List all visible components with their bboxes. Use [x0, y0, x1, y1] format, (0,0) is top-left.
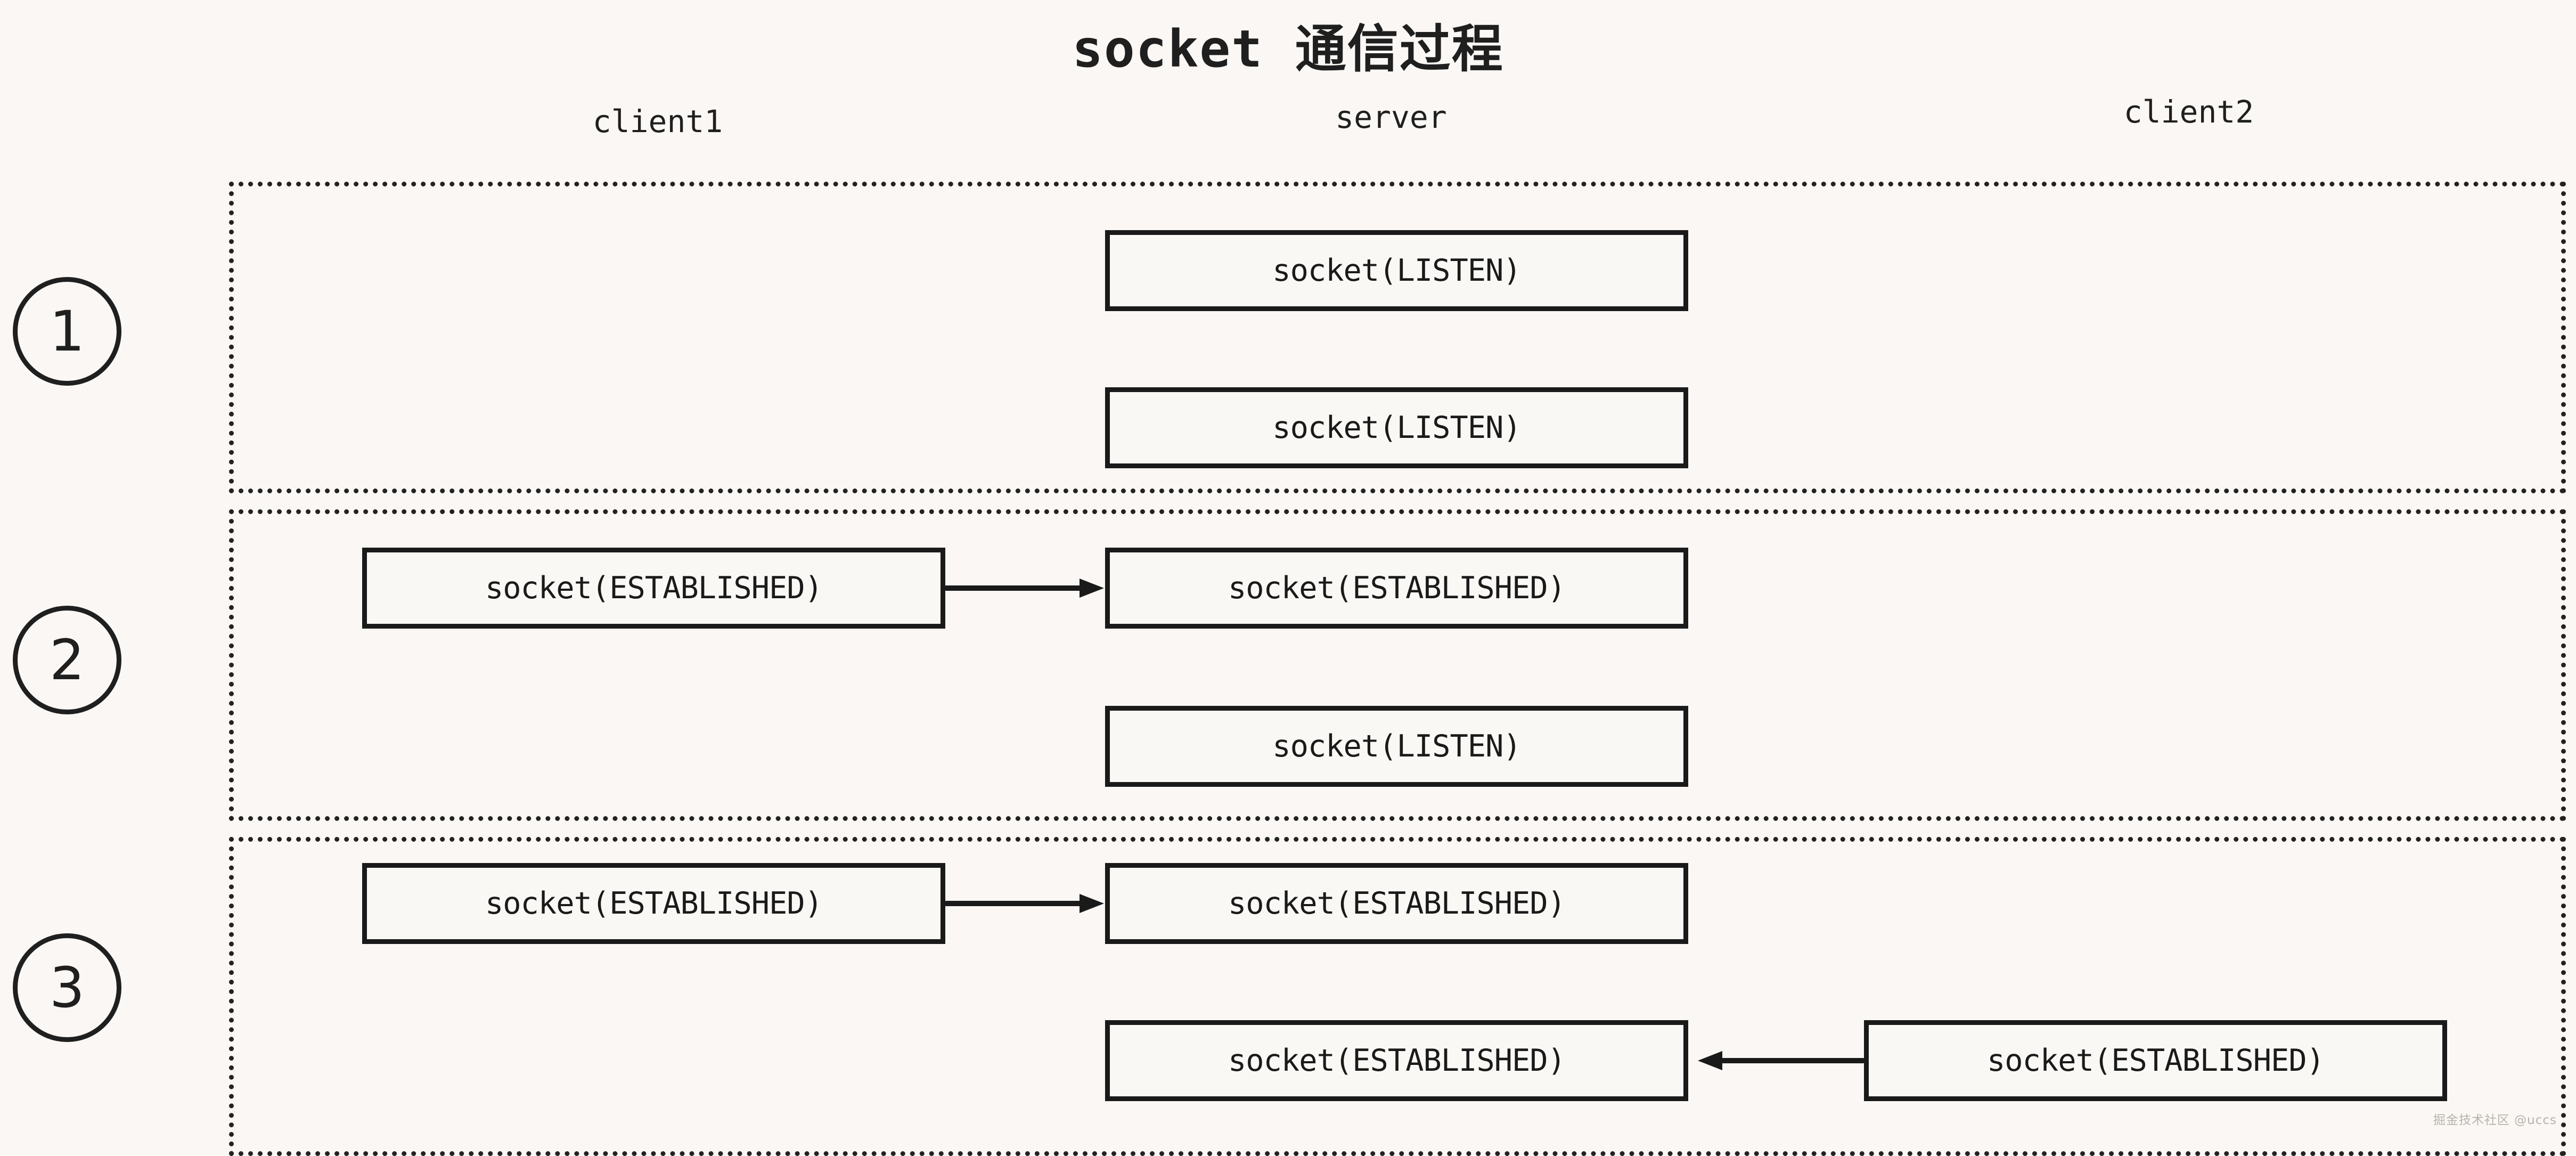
node-label: socket(LISTEN)	[1272, 729, 1521, 764]
node-client1-established-step3[interactable]: socket(ESTABLISHED)	[362, 863, 945, 944]
step-badge-3: 3	[13, 933, 121, 1042]
arrow-client1-to-server-step3	[945, 893, 1105, 914]
node-label: socket(LISTEN)	[1272, 410, 1521, 445]
step-group-3	[229, 837, 2566, 1156]
column-header-server: server	[1335, 99, 1447, 135]
node-label: socket(ESTABLISHED)	[1228, 571, 1566, 606]
arrow-client2-to-server-step3	[1688, 1050, 1864, 1071]
step-number-3: 3	[49, 955, 85, 1020]
step-group-2	[229, 509, 2566, 821]
node-label: socket(ESTABLISHED)	[485, 571, 823, 606]
node-server-established-step2[interactable]: socket(ESTABLISHED)	[1105, 548, 1688, 629]
node-client2-established-step3[interactable]: socket(ESTABLISHED)	[1864, 1020, 2447, 1101]
node-label: socket(ESTABLISHED)	[1986, 1043, 2325, 1078]
step-number-1: 1	[49, 299, 85, 364]
column-header-client2: client2	[2123, 94, 2254, 130]
column-header-client1: client1	[592, 103, 723, 140]
step-group-1	[229, 182, 2566, 493]
watermark: 掘金技术社区 @uccs	[2433, 1113, 2557, 1127]
node-label: socket(ESTABLISHED)	[485, 886, 823, 921]
page-title: socket 通信过程	[1072, 19, 1504, 79]
arrow-client1-to-server-step2	[945, 577, 1105, 599]
node-label: socket(ESTABLISHED)	[1228, 886, 1566, 921]
node-server-listen-2[interactable]: socket(LISTEN)	[1105, 387, 1688, 468]
node-server-listen-step2[interactable]: socket(LISTEN)	[1105, 706, 1688, 787]
node-server-established-step3-b[interactable]: socket(ESTABLISHED)	[1105, 1020, 1688, 1101]
node-server-established-step3-a[interactable]: socket(ESTABLISHED)	[1105, 863, 1688, 944]
node-server-listen-1[interactable]: socket(LISTEN)	[1105, 230, 1688, 311]
node-label: socket(ESTABLISHED)	[1228, 1043, 1566, 1078]
node-client1-established-step2[interactable]: socket(ESTABLISHED)	[362, 548, 945, 629]
node-label: socket(LISTEN)	[1272, 253, 1521, 288]
step-badge-1: 1	[13, 277, 121, 386]
step-number-2: 2	[49, 628, 85, 693]
step-badge-2: 2	[13, 606, 121, 714]
